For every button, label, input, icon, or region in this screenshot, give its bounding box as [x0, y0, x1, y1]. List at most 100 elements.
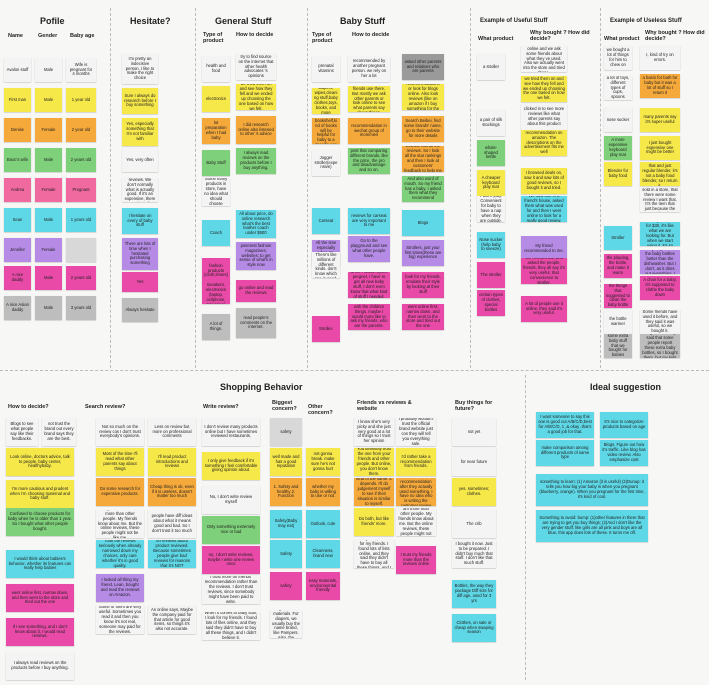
profile-name[interactable]: Jennifer: [4, 238, 31, 262]
baby-decide[interactable]: post that comparing different brands, li…: [348, 148, 390, 174]
useful-why[interactable]: we tried them on and see how they fell a…: [521, 76, 567, 102]
baby-type[interactable]: Stroller.: [312, 316, 340, 342]
useless-why[interactable]: I just bought expensive one might be bet…: [640, 136, 680, 160]
profile-baby-age[interactable]: 3 years old: [66, 296, 96, 320]
hesitate-note[interactable]: A big mind out purchase, we will ask oth…: [122, 178, 158, 202]
shop-write-note[interactable]: no, I don't write reviews, maybe I write…: [202, 546, 260, 574]
ideal-note[interactable]: I want someone to say this one is good c…: [536, 412, 594, 438]
profile-baby-age[interactable]: 1 year old: [66, 88, 96, 112]
useless-product[interactable]: Stroller: [604, 226, 632, 250]
baby-source[interactable]: Search Beibei, find some brands' name, g…: [402, 116, 444, 142]
shop-write-note[interactable]: I only give feedback if it's something I…: [202, 452, 260, 480]
profile-name[interactable]: Denise: [4, 118, 31, 142]
shop-friends-note[interactable]: I know she's very picky and she just ver…: [354, 418, 394, 446]
useful-product[interactable]: certain types of clothes, special bottle…: [477, 290, 505, 316]
hesitate-note[interactable]: I hesitate on every of baby stuff: [122, 208, 158, 234]
useless-why[interactable]: No difference then that and just regular…: [640, 162, 680, 186]
useless-why[interactable]: I just bought because it was sold in a s…: [640, 188, 680, 212]
profile-gender[interactable]: Female: [35, 238, 62, 262]
baby-source[interactable]: went online first, narrow down, and then…: [402, 304, 444, 330]
shop-decide-note[interactable]: If I see something, and I don't know abo…: [6, 618, 74, 646]
shop-friends-note[interactable]: they know how I am more than other peopl…: [396, 508, 436, 536]
useless-why[interactable]: many parents say it's super useful: [640, 108, 680, 132]
baby-decide[interactable]: Go to the playground and see what other …: [348, 236, 390, 262]
general-decide[interactable]: we tried them on and see how they fell a…: [236, 84, 276, 110]
useless-product[interactable]: we bought a lot of things for him to che…: [604, 46, 632, 70]
shop-write-note[interactable]: No, I don't write review myself: [202, 486, 260, 514]
baby-source[interactable]: look for my friends, emulate their style…: [402, 272, 444, 298]
baby-type[interactable]: Baby bookshelf,kind of books will be hel…: [312, 118, 340, 144]
shop-decide-note[interactable]: Blogs to see what people say like their …: [6, 418, 38, 446]
shop-friends-note[interactable]: I trust more on friends' recommendation …: [396, 478, 436, 506]
profile-baby-age[interactable]: 1 years old: [66, 208, 96, 232]
useless-why[interactable]: a basin for bath for baby but it was a l…: [640, 74, 680, 98]
general-type[interactable]: Baby Stuff: [202, 150, 230, 176]
useful-product[interactable]: The stroller: [477, 262, 505, 288]
baby-source[interactable]: Strollers, just your first times(these a…: [402, 240, 444, 266]
baby-type[interactable]: Carseat: [312, 208, 340, 234]
useless-product[interactable]: Blender for baby food: [604, 162, 632, 186]
useful-why[interactable]: We saw one in a friend's house, asked th…: [521, 196, 567, 222]
ideal-note[interactable]: It's nice to categorize products based o…: [600, 412, 648, 438]
shop-decide-note[interactable]: Confused to choose products for baby whe…: [6, 508, 74, 536]
useful-why[interactable]: My friend recommended to me.: [521, 236, 567, 262]
shop-concern-note[interactable]: safety: [270, 418, 302, 446]
shop-future-note[interactable]: The crib: [452, 510, 496, 538]
profile-baby-age[interactable]: 2 years old: [66, 148, 96, 172]
shop-write-note[interactable]: I don't review many products online but …: [202, 418, 260, 446]
hesitate-note[interactable]: Yes, very often: [122, 148, 158, 172]
shop-other-note[interactable]: whether my baby is willing to use or not…: [306, 478, 340, 506]
profile-baby-age[interactable]: [66, 238, 96, 262]
useful-product[interactable]: A cheaper keyboard play mat: [477, 170, 505, 196]
hesitate-note[interactable]: Sure I always do research before I buy s…: [122, 88, 158, 114]
general-type[interactable]: A lot of things.: [202, 314, 230, 340]
shop-future-note[interactable]: for near future: [452, 448, 496, 476]
shop-decide-note[interactable]: I'm more cautious and prudent when I'm c…: [6, 480, 74, 508]
shop-search-note[interactable]: I looked all thing my friend, Lean, boug…: [96, 574, 144, 602]
baby-decide[interactable]: Bottles, There's like millions of differ…: [312, 252, 340, 278]
shop-other-note[interactable]: Cleanness, brand new: [306, 540, 340, 568]
baby-decide[interactable]: reviews for carseat are very important t…: [348, 208, 390, 234]
profile-gender[interactable]: Male: [35, 296, 62, 320]
profile-baby-age[interactable]: 2 year old: [66, 118, 96, 142]
baby-decide[interactable]: with the children things, maybe I would …: [348, 304, 390, 330]
useful-product[interactable]: whale-shaped kettle: [477, 140, 505, 166]
hesitate-note[interactable]: Yes: [122, 272, 158, 292]
ideal-note[interactable]: make comparison among different products…: [536, 440, 594, 466]
shop-other-note[interactable]: Outlook, cute: [306, 510, 340, 538]
shop-friends-note[interactable]: kind of the same. it depends. I'll do ju…: [354, 478, 394, 506]
profile-name[interactable]: Sean: [4, 208, 31, 232]
general-decide[interactable]: cloth; sneakers, electronics (laptop, ce…: [202, 282, 230, 304]
general-type[interactable]: Coach: [202, 220, 230, 246]
useless-why[interactable]: Some friends have used it before, and th…: [640, 310, 680, 334]
baby-decide[interactable]: try to see what her friends use there. B…: [348, 86, 390, 112]
useless-product[interactable]: the bottle warmer: [604, 310, 632, 334]
profile-gender[interactable]: Male: [35, 88, 62, 112]
shop-write-note[interactable]: When it comes to baby stuff, I look for …: [202, 612, 260, 640]
shop-search-note[interactable]: I'll read product introductions and revi…: [148, 448, 196, 476]
profile-gender[interactable]: Male: [35, 148, 62, 172]
shop-search-note[interactable]: I don't like to just jump on reviews abo…: [148, 540, 196, 568]
useful-product[interactable]: Nose sucker (help baby to sneeze): [477, 232, 505, 258]
shop-search-note[interactable]: Cheap thing is ok, even if it is useless…: [148, 478, 196, 506]
useful-product[interactable]: a pair of silk stockings: [477, 110, 505, 136]
shop-concern-note[interactable]: For clothing, it might be the materials.…: [270, 610, 302, 638]
shop-friends-note[interactable]: I probably wouldn't trust the official b…: [396, 418, 436, 446]
shop-concern-note[interactable]: well made and has a good reputation: [270, 448, 302, 476]
hesitate-note[interactable]: Yes, especially something that I'm not f…: [122, 118, 158, 146]
general-type[interactable]: electronics: [202, 86, 230, 112]
useful-why[interactable]: we read a lot review online and we ask s…: [521, 46, 567, 72]
profile-name[interactable]: Andrea: [4, 178, 31, 202]
useless-product[interactable]: the things that suggested to clean the b…: [604, 284, 632, 308]
profile-baby-age[interactable]: Wife is pregnant for 4 months: [66, 58, 96, 82]
general-decide[interactable]: I always read reviews on the products be…: [236, 148, 276, 174]
shop-concern-note[interactable]: Safety(Baby may eat): [270, 510, 302, 538]
useless-why[interactable]: I, kind of try on errors.: [640, 46, 680, 70]
ideal-note[interactable]: something to learn: (1) Amazon (it is us…: [536, 474, 648, 506]
baby-decide[interactable]: recommended by another pregnant person. …: [348, 56, 390, 82]
shop-friends-note[interactable]: I'd rather take a recommendation from fr…: [396, 448, 436, 476]
general-decide[interactable]: go online and read the reviews: [236, 280, 276, 302]
shop-concern-note[interactable]: 1. Safety and healthy 2. Function: [270, 478, 302, 506]
shop-concern-note[interactable]: safety: [270, 572, 302, 600]
shop-search-note[interactable]: people have diff ideas about what it mea…: [148, 510, 196, 538]
